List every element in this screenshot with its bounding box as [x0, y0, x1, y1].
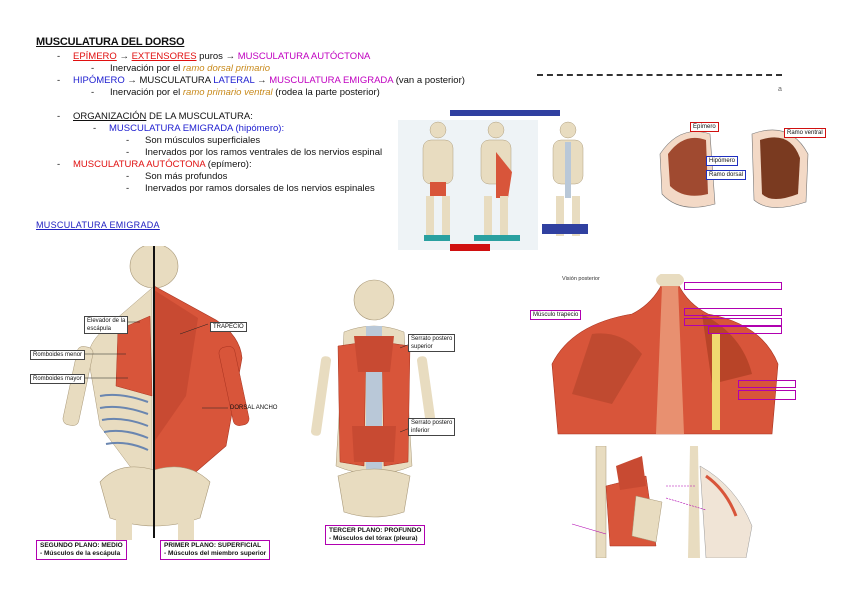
label-box: [684, 318, 782, 326]
term-organizacion: ORGANIZACIÓN: [73, 111, 147, 122]
deep-back-figure: Serrato postero superior Serrato postero…: [304, 276, 464, 526]
text: (van a posterior): [393, 75, 465, 86]
label-hipomero: Hipómero: [706, 156, 739, 166]
label-romboides-menor: Romboides menor: [30, 350, 86, 360]
label-trapecio: TRAPECIO: [210, 322, 247, 332]
label-elevador-escapula: Elevador de la escápula: [84, 316, 129, 334]
label-romboides-mayor: Romboides mayor: [30, 374, 85, 384]
label-ramo-dorsal: Ramo dorsal: [706, 170, 747, 180]
deep-back-illustration: [310, 279, 438, 518]
arrow: →: [116, 51, 132, 62]
line-profundos: Son más profundos: [145, 171, 228, 182]
label-epimero: Epímero: [690, 122, 719, 132]
bullet-dash: -: [57, 51, 61, 62]
bullet-dash: -: [126, 171, 130, 182]
caption-title: SEGUNDO PLANO: MEDIO: [40, 542, 123, 549]
term-extensores: EXTENSORES: [131, 51, 197, 62]
caption-tercer-plano: TERCER PLANO: PROFUNDO - Músculos del tó…: [325, 525, 426, 545]
text: DE LA MUSCULATURA:: [146, 111, 253, 122]
line-inervacion-dorsal: Inervación por el ramo dorsal primario: [110, 63, 270, 75]
line-ramos-ventrales: Inervados por los ramos ventrales de los…: [145, 147, 383, 158]
line-autoctona: MUSCULATURA AUTÓCTONA (epímero):: [73, 159, 252, 171]
cross-section-illustration: [659, 129, 809, 208]
text: (rodea la parte posterior): [272, 87, 380, 98]
bullet-dash: -: [57, 159, 61, 170]
label-box: [684, 308, 782, 316]
bullet-dash: -: [91, 63, 95, 74]
term-autoctona: MUSCULATURA AUTÓCTONA: [73, 159, 206, 170]
caption-title: PRIMER PLANO: SUPERFICIAL: [164, 542, 262, 549]
term-emigrada: MUSCULATURA EMIGRADA: [269, 75, 394, 86]
term-ramo-dorsal: ramo dorsal primario: [182, 63, 270, 74]
bullet-dash: -: [93, 123, 97, 134]
scapular-muscles-figure: [566, 445, 776, 559]
figure-header: Visión posterior: [562, 276, 600, 282]
caption-segundo-plano: SEGUNDO PLANO: MEDIO - Músculos de la es…: [36, 540, 127, 560]
label-serrato-inferior: Serrato postero inferior: [408, 418, 456, 436]
page-number: a: [778, 86, 782, 93]
line-epimero: EPÍMERO → EXTENSORES puros → MUSCULATURA…: [73, 51, 370, 63]
line-superficiales: Son músculos superficiales: [145, 135, 261, 146]
skeleton-views-illustration: [398, 110, 588, 251]
label-box: [738, 380, 796, 388]
bullet-dash: -: [126, 183, 130, 194]
term-ramo-ventral: ramo primario ventral: [182, 87, 273, 98]
scapular-muscles-illustration: [571, 445, 753, 559]
text: Inervación por el: [110, 87, 183, 98]
caption-subtitle: - Músculos de la escápula: [40, 550, 121, 557]
text: Inervación por el: [110, 63, 183, 74]
caption-subtitle: - Músculos del tórax (pleura): [329, 535, 418, 542]
term-epimero: EPÍMERO: [73, 51, 117, 62]
label-box: [684, 282, 782, 290]
caption-subtitle: - Músculos del miembro superior: [164, 550, 267, 557]
arrow: →: [254, 75, 270, 86]
line-organizacion: ORGANIZACIÓN DE LA MUSCULATURA:: [73, 111, 253, 123]
superficial-back-illustration: [62, 243, 250, 540]
label-musculo-trapecio: Músculo trapecio: [530, 310, 582, 320]
page-title: MUSCULATURA DEL DORSO: [36, 36, 185, 48]
label-serrato-superior: Serrato postero superior: [408, 334, 456, 352]
label-dorsal-ancho: DORSAL ANCHO: [230, 405, 278, 411]
section-heading: MUSCULATURA EMIGRADA: [36, 220, 160, 230]
line-ramos-dorsales: Inervados por ramos dorsales de los nerv…: [145, 183, 375, 194]
term-lateral: LATERAL: [213, 75, 255, 86]
caption-primer-plano: PRIMER PLANO: SUPERFICIAL - Músculos del…: [160, 540, 271, 560]
posterior-view-figure: Visión posterior Músculo trapecio: [512, 272, 818, 440]
skeleton-views-figure: [398, 108, 608, 258]
label-ramo-ventral: Ramo ventral: [784, 128, 826, 138]
line-inervacion-ventral: Inervación por el ramo primario ventral …: [110, 87, 380, 99]
superficial-back-figure: Elevador de la escápula TRAPECIO Romboid…: [30, 243, 280, 542]
text: → MUSCULATURA: [124, 75, 214, 86]
caption-title: TERCER PLANO: PROFUNDO: [329, 527, 422, 534]
dashed-divider: [537, 74, 782, 76]
line-hipomero: HIPÓMERO → MUSCULATURA LATERAL → MUSCULA…: [73, 75, 465, 87]
bullet-dash: -: [57, 75, 61, 86]
posterior-view-illustration: [551, 272, 779, 435]
bullet-dash: -: [126, 135, 130, 146]
label-box: [738, 390, 796, 400]
line-emigrada: MUSCULATURA EMIGRADA (hipómero):: [109, 123, 285, 134]
label-box: [708, 326, 782, 334]
bullet-dash: -: [57, 111, 61, 122]
text: puros →: [196, 51, 238, 62]
bullet-dash: -: [91, 87, 95, 98]
cross-section-figure: Epímero Hipómero Ramo dorsal Ramo ventra…: [640, 114, 830, 224]
bullet-dash: -: [126, 147, 130, 158]
term-hipomero: HIPÓMERO: [73, 75, 125, 86]
term-autoctona: MUSCULATURA AUTÓCTONA: [237, 51, 371, 62]
text: (epímero):: [205, 159, 252, 170]
